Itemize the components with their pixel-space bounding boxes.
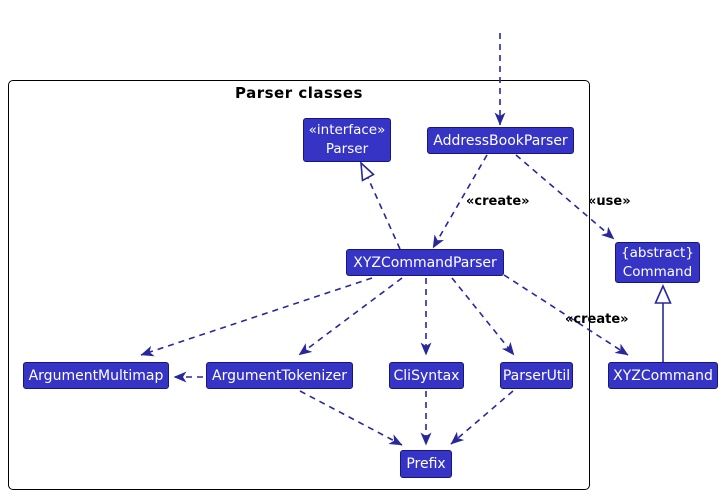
addressbookparser-name: AddressBookParser <box>433 132 568 149</box>
dependency-addressbookparser-to-xyzcommandparser <box>432 154 488 249</box>
clisyntax-name: CliSyntax <box>393 367 460 384</box>
realization-hollow-arrowhead <box>360 161 375 182</box>
edge-label-create-xyzcommandparser: «create» <box>466 194 530 209</box>
prefix-name: Prefix <box>406 456 446 472</box>
class-argumentmultimap: ArgumentMultimap <box>23 362 169 389</box>
xyzcommand-name: XYZCommand <box>613 367 713 384</box>
parserutil-name: ParserUtil <box>502 367 571 384</box>
parser-interface-stereotype: «interface» <box>308 122 386 138</box>
command-stereotype: {abstract} <box>621 244 694 261</box>
parser-interface-name: Parser <box>325 141 369 157</box>
generalization-hollow-arrowhead <box>654 284 672 304</box>
dependency-xyzcommandparser-to-argumentmultimap <box>140 277 373 357</box>
class-prefix: Prefix <box>400 450 452 478</box>
class-parserutil: ParserUtil <box>500 362 573 389</box>
edge-label-use-command: «use» <box>588 194 631 209</box>
realization-xyzcommandparser-to-parser <box>367 177 401 250</box>
parser-classes-frame: Parser classes <box>8 80 590 490</box>
dependency-xyzcommandparser-to-parserutil <box>451 277 515 356</box>
class-command: {abstract} Command <box>615 242 700 283</box>
frame-title: Parser classes <box>235 84 363 102</box>
argumenttokenizer-name: ArgumentTokenizer <box>212 367 347 384</box>
dependency-xyzcommandparser-to-xyzcommand <box>503 274 629 356</box>
class-xyzcommand: XYZCommand <box>608 362 718 389</box>
dependency-parserutil-to-prefix <box>450 390 514 445</box>
dependency-xyzcommandparser-to-argumenttokenizer <box>298 277 403 356</box>
edge-label-create-xyzcommand: «create» <box>565 312 629 327</box>
command-name: Command <box>622 263 693 280</box>
dependency-argumenttokenizer-to-prefix <box>299 390 403 446</box>
class-addressbookparser: AddressBookParser <box>427 127 574 154</box>
class-xyzcommandparser: XYZCommandParser <box>346 249 504 276</box>
xyzcommandparser-name: XYZCommandParser <box>353 254 497 271</box>
class-parser-interface: «interface» Parser <box>303 118 391 162</box>
class-argumenttokenizer: ArgumentTokenizer <box>206 362 353 389</box>
class-clisyntax: CliSyntax <box>389 362 464 389</box>
argumentmultimap-name: ArgumentMultimap <box>28 367 164 384</box>
